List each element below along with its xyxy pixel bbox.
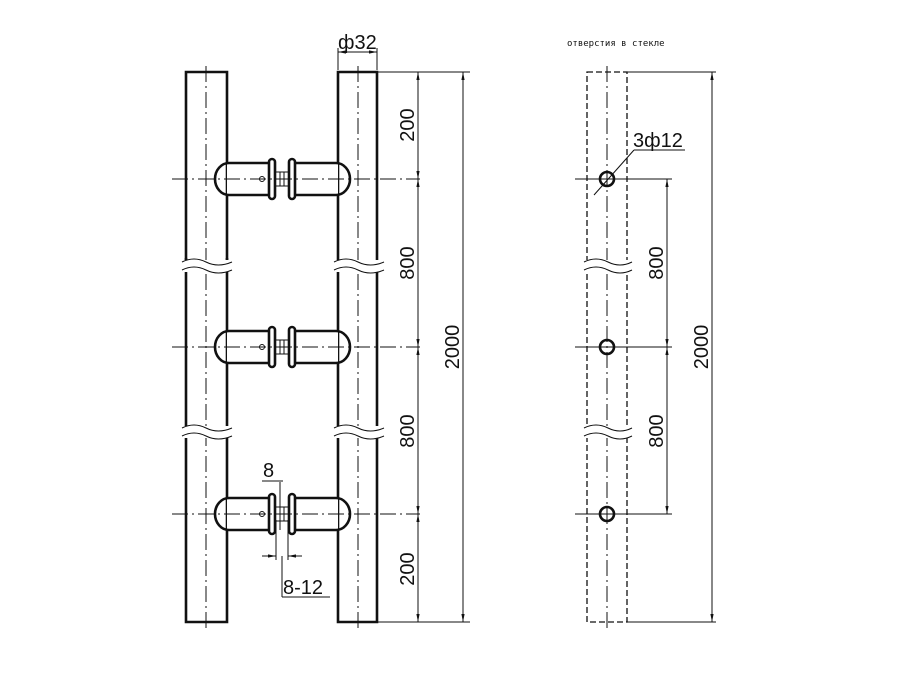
diameter-label: ф32 xyxy=(338,32,377,54)
connectors xyxy=(172,157,420,536)
hole-diameter-label: 3ф12 xyxy=(633,130,683,152)
glass-hole xyxy=(575,170,620,188)
hole-spacing-label: 800 xyxy=(646,246,668,279)
hole-spacing-label: 800 xyxy=(646,414,668,447)
dim-label: 800 xyxy=(397,246,419,279)
glass-holes-view: отверстия в стекле 800 800 2000 3ф12 xyxy=(567,39,716,628)
gap-label: 8 xyxy=(263,460,274,482)
diameter-dimension: ф32 xyxy=(337,32,378,70)
break-marks xyxy=(180,258,385,440)
left-dimensions: 200 800 800 200 2000 xyxy=(377,71,470,623)
glass-hole xyxy=(575,505,620,523)
dim-label: 800 xyxy=(397,414,419,447)
total-length-label: 2000 xyxy=(691,325,713,370)
dim-label: 200 xyxy=(397,108,419,141)
connector xyxy=(172,157,420,201)
gap-dimensions: 8 8-12 xyxy=(262,460,330,599)
dim-label: 200 xyxy=(397,552,419,585)
connector xyxy=(172,325,420,369)
glass-hole xyxy=(575,338,620,356)
connector xyxy=(172,492,420,536)
total-length-label: 2000 xyxy=(442,325,464,370)
glass-thickness-label: 8-12 xyxy=(283,577,323,599)
holes-note: отверстия в стекле xyxy=(567,39,665,49)
